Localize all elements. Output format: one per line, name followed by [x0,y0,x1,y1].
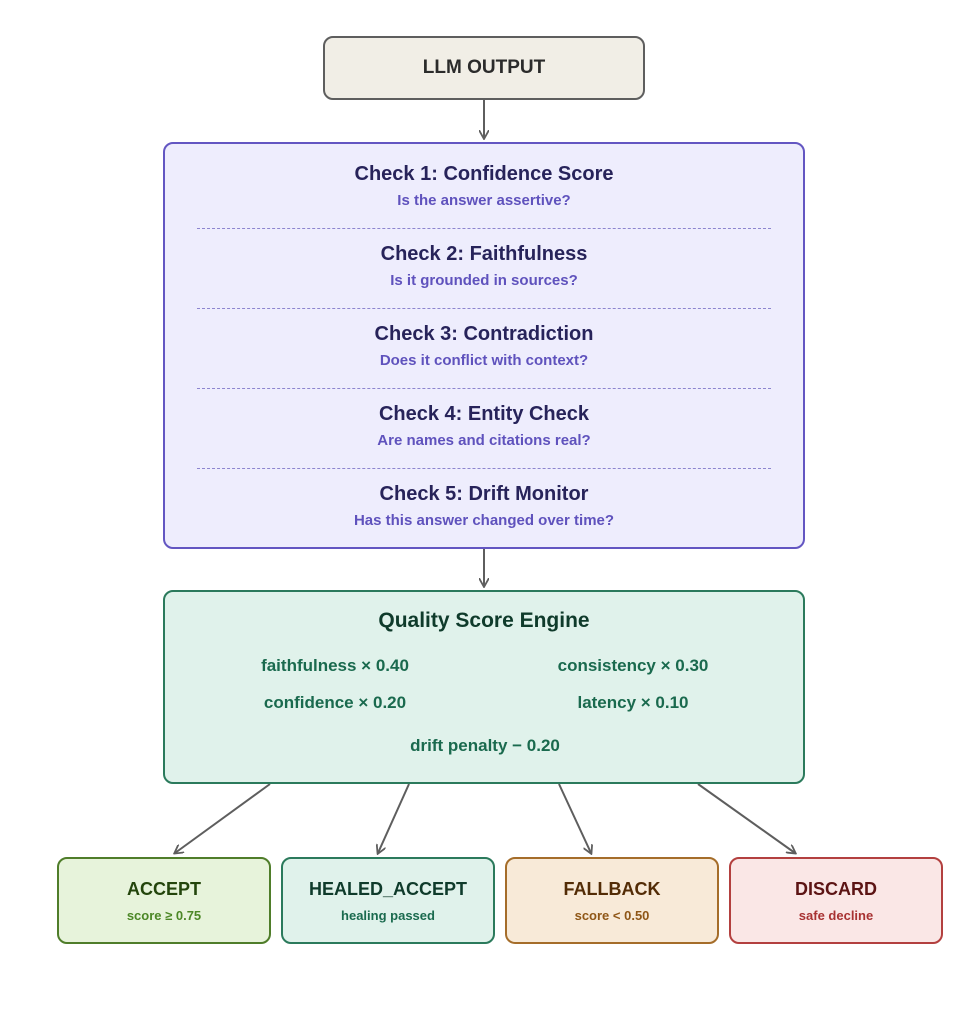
check-1: Check 1: Confidence Score Is the answer … [165,162,803,211]
checks-box: Check 1: Confidence Score Is the answer … [163,142,805,549]
arrow-engine-to-fallback [558,783,591,853]
check-5-subtitle: Has this answer changed over time? [353,512,615,529]
outcome-discard: DISCARD safe decline [729,857,943,944]
check-2: Check 2: Faithfulness Is it grounded in … [165,242,803,291]
check-1-subtitle: Is the answer assertive? [397,192,571,209]
outcome-healed-accept-sub: healing passed [341,908,435,923]
check-divider [197,228,771,229]
term-drift-penalty: drift penalty − 0.20 [410,736,560,755]
check-4-subtitle: Are names and citations real? [377,432,591,449]
term-confidence: confidence × 0.20 [263,693,407,712]
check-divider [197,468,771,469]
outcome-accept-label: ACCEPT [126,879,201,899]
llm-output-label: LLM OUTPUT [422,57,546,78]
term-consistency: consistency × 0.30 [557,656,709,675]
check-divider [197,388,771,389]
llm-output-box: LLM OUTPUT [323,36,645,100]
term-faithfulness: faithfulness × 0.40 [261,656,409,675]
outcome-healed-accept: HEALED_ACCEPT healing passed [281,857,495,944]
engine-title: Quality Score Engine [378,609,590,632]
check-5-title: Check 5: Drift Monitor [379,483,589,505]
outcome-fallback: FALLBACK score < 0.50 [505,857,719,944]
check-1-title: Check 1: Confidence Score [354,163,614,185]
arrow-engine-to-accept [175,783,271,853]
outcome-healed-accept-label: HEALED_ACCEPT [308,879,468,899]
check-2-title: Check 2: Faithfulness [380,243,588,265]
quality-score-engine-box: Quality Score Engine faithfulness × 0.40… [163,590,805,784]
check-4: Check 4: Entity Check Are names and cita… [165,402,803,451]
check-3-subtitle: Does it conflict with context? [379,352,589,369]
outcome-accept-sub: score ≥ 0.75 [126,908,202,923]
arrow-engine-to-healed-accept [378,783,410,853]
arrow-engine-to-discard [697,783,795,853]
term-latency: latency × 0.10 [577,693,689,712]
check-3: Check 3: Contradiction Does it conflict … [165,322,803,371]
outcome-discard-sub: safe decline [798,908,874,923]
check-divider [197,308,771,309]
outcome-accept: ACCEPT score ≥ 0.75 [57,857,271,944]
outcome-discard-label: DISCARD [794,879,877,899]
check-5: Check 5: Drift Monitor Has this answer c… [165,482,803,531]
check-4-title: Check 4: Entity Check [378,403,590,425]
outcome-fallback-sub: score < 0.50 [574,908,650,923]
check-3-title: Check 3: Contradiction [374,323,594,345]
outcome-fallback-label: FALLBACK [563,879,661,899]
check-2-subtitle: Is it grounded in sources? [390,272,578,289]
